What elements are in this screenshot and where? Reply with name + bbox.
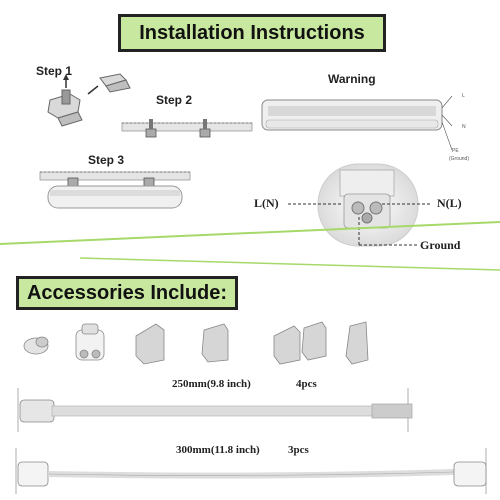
accessories-title-banner: Accessories Include: [16,276,238,310]
installation-title: Installation Instructions [139,21,365,44]
connector-label-right: N(L) [437,196,462,210]
connector-label-left: L(N) [254,196,279,210]
connector-endcap-illustration [317,163,419,247]
cable-long-qty: 3pcs [288,444,309,456]
step-3-mounted-tube-illustration [39,171,191,209]
wire-label-n: N [462,124,466,130]
connector-label-ground: Ground [420,238,461,252]
cable-short-qty: 4pcs [296,378,317,390]
wire-label-ground: (Ground) [449,156,470,162]
cable-long-length: 300mm(11.8 inch) [176,444,260,456]
cable-long-illustration [15,448,487,494]
step-1-label: Step 1 [36,64,73,78]
section-divider [0,221,500,271]
warning-tube-illustration [261,95,453,151]
connector-leader-lines [288,203,432,246]
double-connector-part [75,323,105,361]
wire-label-l: L [462,93,465,99]
step-3-label: Step 3 [88,153,125,167]
accessories-title: Accessories Include: [26,281,228,304]
cable-short-length: 250mm(9.8 inch) [172,378,251,390]
wire-label-pe: PE [452,148,459,154]
installation-title-banner: Installation Instructions [118,14,386,52]
end-cap-part [23,336,49,355]
step-2-ceiling-illustration [121,119,253,138]
warning-title: Warning [328,72,376,86]
accessory-parts-illustration [23,321,369,365]
cable-short-illustration [17,388,413,432]
step-2-label: Step 2 [156,93,193,107]
step-1-clip-illustration [47,73,131,127]
